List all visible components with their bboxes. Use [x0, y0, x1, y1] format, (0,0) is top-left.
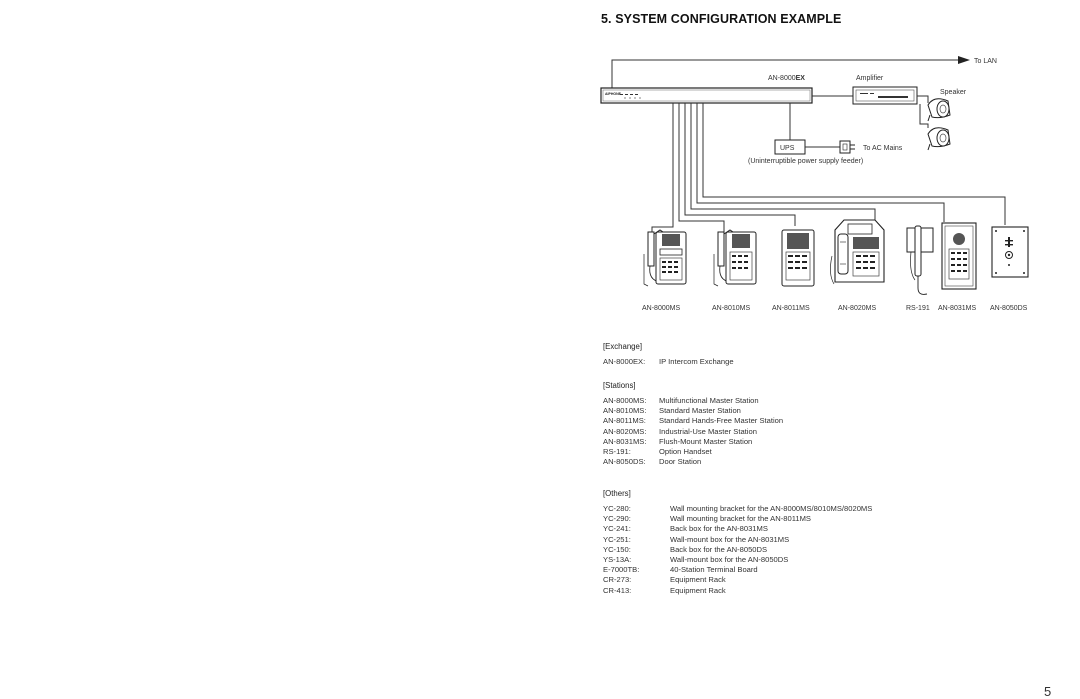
station-label-an-8050ds: AN-8050DS [990, 305, 1028, 312]
to-lan-label: To LAN [974, 58, 997, 65]
item-code: AN-8020MS: [603, 426, 647, 436]
ac-plug-icon [839, 140, 851, 154]
item-code: YC-150: [603, 544, 631, 554]
item-code: AN-8031MS: [603, 436, 647, 446]
station-rs-191 [906, 225, 934, 295]
list-item: AN-8000EX: IP Intercom Exchange [603, 357, 734, 367]
list-item: YC-251: Wall-mount box for the AN-8031MS [603, 535, 872, 545]
item-description: Flush-Mount Master Station [659, 436, 753, 446]
exchange-heading: [Exchange] [603, 342, 643, 351]
ups: UPS To AC Mains (Uninterruptible power s… [748, 103, 903, 165]
speaker-cable-2 [919, 104, 929, 128]
stations-heading: [Stations] [603, 381, 636, 390]
item-code: CR-413: [603, 585, 632, 595]
exchange-section: [Exchange] AN-8000EX: IP Intercom Exchan… [603, 342, 734, 367]
item-description: Equipment Rack [670, 575, 726, 585]
exchange-brand: AIPHONE [605, 92, 622, 96]
station-label-an-8031ms: AN-8031MS [938, 305, 976, 312]
item-description: Wall mounting bracket for the AN-8011MS [670, 514, 811, 524]
list-item: AN-8010MS: Standard Master Station [603, 406, 783, 416]
others-section: [Others] YC-280: Wall mounting bracket fo… [603, 489, 872, 596]
amplifier: Amplifier [852, 75, 918, 105]
item-description: Standard Master Station [659, 406, 741, 416]
item-code: AN-8000MS: [603, 396, 647, 405]
list-item: E-7000TB: 40-Station Terminal Board [603, 565, 872, 575]
item-code: CR-273: [603, 575, 632, 585]
item-code: AN-8050DS: [603, 457, 646, 467]
list-item: YS-13A: Wall-mount box for the AN-8050DS [603, 555, 872, 565]
item-description: Door Station [659, 457, 702, 467]
item-description: Wall-mount box for the AN-8050DS [670, 555, 789, 565]
station-label-rs-191: RS-191 [906, 305, 930, 312]
item-code: YC-251: [603, 534, 631, 544]
item-description: Back box for the AN-8031MS [670, 524, 768, 534]
station-an-8011ms [781, 229, 815, 287]
item-description: Equipment Rack [670, 585, 726, 595]
list-item: CR-273: Equipment Rack [603, 575, 872, 585]
item-description: Industrial-Use Master Station [659, 426, 757, 436]
item-code: YC-241: [603, 524, 631, 534]
exchange-unit: AN-8000EX AIPHONE [600, 75, 813, 104]
amplifier-label: Amplifier [856, 75, 884, 82]
station-an-8031ms [941, 222, 977, 290]
page-title: 5. SYSTEM CONFIGURATION EXAMPLE [601, 12, 842, 26]
list-item: AN-8031MS: Flush-Mount Master Station [603, 437, 783, 447]
others-heading: [Others] [603, 489, 631, 498]
station-an-8000ms [643, 229, 687, 287]
list-item: AN-8000MS: Multifunctional Master Station [603, 396, 783, 406]
list-item: CR-413: Equipment Rack [603, 586, 872, 596]
station-an-8050ds [991, 226, 1029, 278]
station-cables [651, 103, 1006, 240]
station-an-8010ms [713, 229, 757, 287]
item-description: Standard Hands-Free Master Station [659, 416, 784, 426]
station-label-an-8011ms: AN-8011MS [772, 305, 810, 312]
speaker-label: Speaker [940, 89, 967, 96]
list-item: RS-191: Option Handset [603, 447, 783, 457]
station-an-8020ms [830, 219, 885, 285]
list-item: AN-8050DS: Door Station [603, 457, 783, 467]
arrow-right-icon [958, 56, 970, 64]
item-code: AN-8000EX: [603, 357, 646, 366]
item-code: AN-8011MS: [603, 416, 646, 426]
list-item: YC-280: Wall mounting bracket for the AN-… [603, 504, 872, 514]
to-ac-mains-label: To AC Mains [863, 145, 903, 152]
station-label-an-8010ms: AN-8010MS [712, 305, 750, 312]
item-code: YC-290: [603, 514, 631, 524]
lan-connection: To LAN [611, 56, 997, 88]
speaker-cable-1 [917, 95, 929, 103]
item-description: Wall-mount box for the AN-8031MS [670, 534, 790, 544]
item-code: AN-8010MS: [603, 406, 647, 416]
item-code: E-7000TB: [603, 565, 640, 575]
item-description: Wall mounting bracket for the AN-8000MS/… [670, 504, 873, 513]
page-number: 5 [1044, 684, 1052, 699]
item-description: 40-Station Terminal Board [670, 565, 758, 575]
item-description: Back box for the AN-8050DS [670, 544, 768, 554]
item-code: YS-13A: [603, 555, 632, 565]
station-label-an-8020ms: AN-8020MS [838, 305, 876, 312]
stations-section: [Stations] AN-8000MS: Multifunctional Mas… [603, 381, 783, 467]
item-description: Option Handset [659, 447, 712, 457]
station-label-an-8000ms: AN-8000MS [642, 305, 680, 312]
list-item: AN-8020MS: Industrial-Use Master Station [603, 427, 783, 437]
item-description: Multifunctional Master Station [659, 396, 759, 405]
item-description: IP Intercom Exchange [659, 357, 734, 366]
speaker-2 [927, 127, 951, 151]
ups-note: (Uninterruptible power supply feeder) [748, 158, 863, 165]
ups-label: UPS [780, 145, 795, 152]
list-item: YC-241: Back box for the AN-8031MS [603, 524, 872, 534]
list-item: YC-150: Back box for the AN-8050DS [603, 545, 872, 555]
list-item: YC-290: Wall mounting bracket for the AN-… [603, 514, 872, 524]
exchange-label: AN-8000EX [768, 75, 805, 82]
item-code: YC-280: [603, 504, 631, 513]
list-item: AN-8011MS: Standard Hands-Free Master Sta… [603, 416, 783, 426]
speaker-1 [927, 98, 951, 122]
item-code: RS-191: [603, 447, 631, 457]
